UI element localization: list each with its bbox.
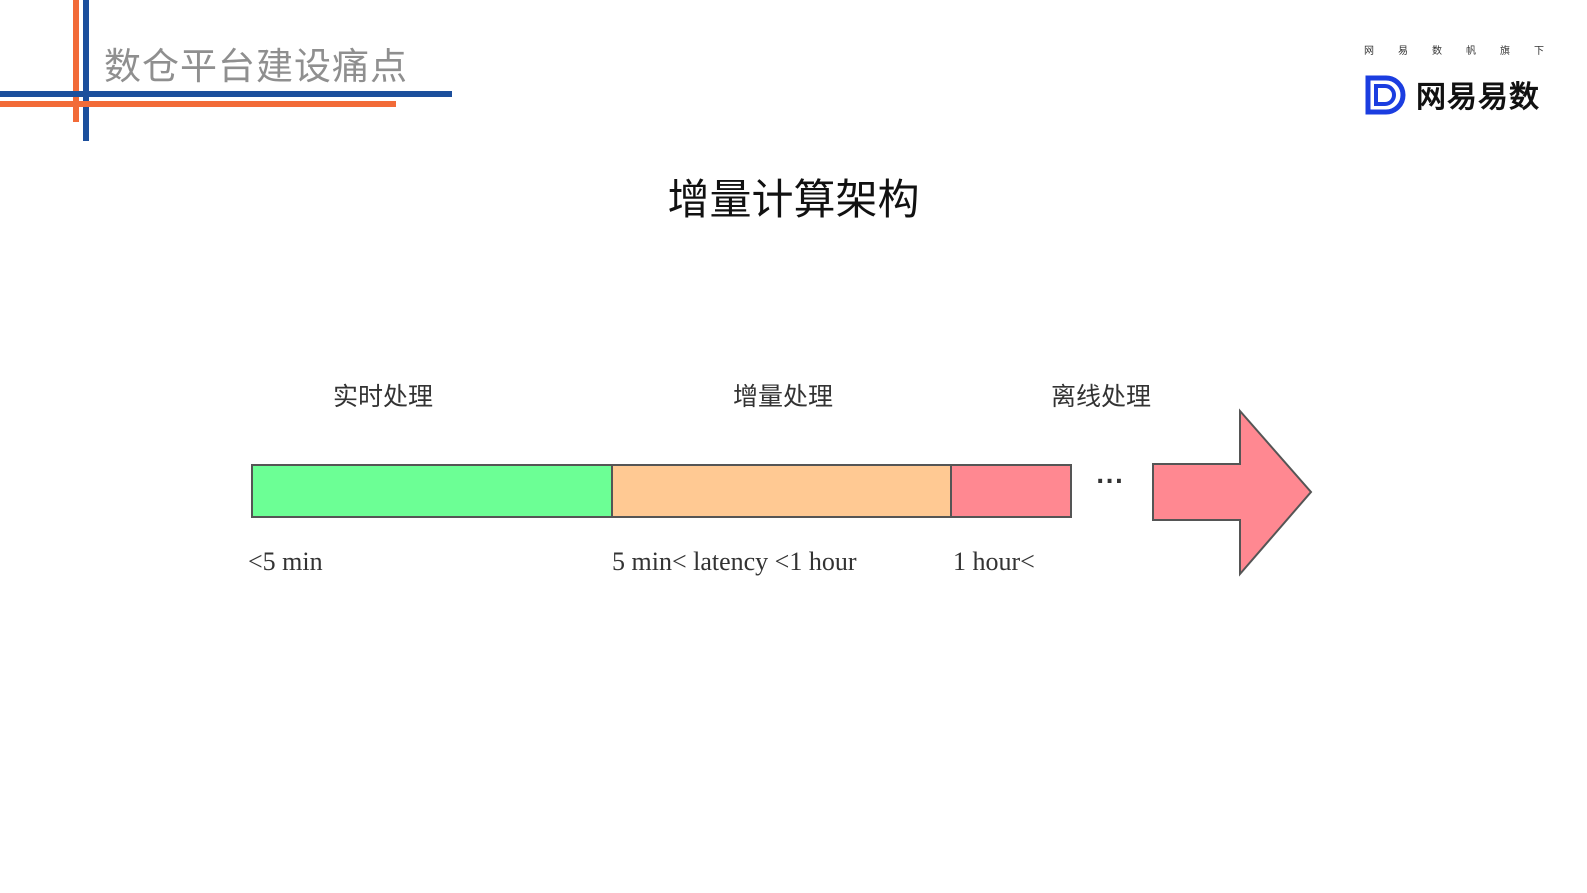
brand-tagline-char: 下 [1534,46,1544,57]
header-accent-line-orange [73,0,79,122]
diagram-title: 增量计算架构 [667,175,920,224]
brand-tagline-char: 旗 [1500,46,1510,57]
latency-label-realtime: <5 min [248,547,323,576]
stage-bar-incremental [611,464,952,518]
brand-tagline-char: 易 [1398,46,1408,57]
header-underline-orange [0,101,396,107]
logo-d-icon [1365,75,1406,115]
brand-tagline-char: 帆 [1466,46,1476,57]
timeline-arrow-icon [1152,408,1313,577]
brand-name: 网易易数 [1416,80,1540,115]
latency-label-offline: 1 hour< [953,547,1035,576]
header-accent-line-blue [83,0,89,141]
brand-logo: 网易易数 [1364,72,1540,116]
stage-label-offline: 离线处理 [1050,382,1152,411]
latency-label-incremental: 5 min< latency <1 hour [612,547,857,576]
continuation-ellipsis: ... [1096,464,1125,489]
stage-label-incremental: 增量处理 [732,382,834,411]
stage-bar-offline [950,464,1072,518]
brand-tagline: 网 易 数 帆 旗 下 [1364,42,1544,57]
brand-tagline-char: 数 [1432,46,1442,57]
stage-bar-realtime [251,464,613,518]
brand-tagline-char: 网 [1364,46,1374,57]
header-underline-blue [0,91,452,97]
stage-label-realtime: 实时处理 [332,382,434,411]
page-title: 数仓平台建设痛点 [104,45,408,88]
